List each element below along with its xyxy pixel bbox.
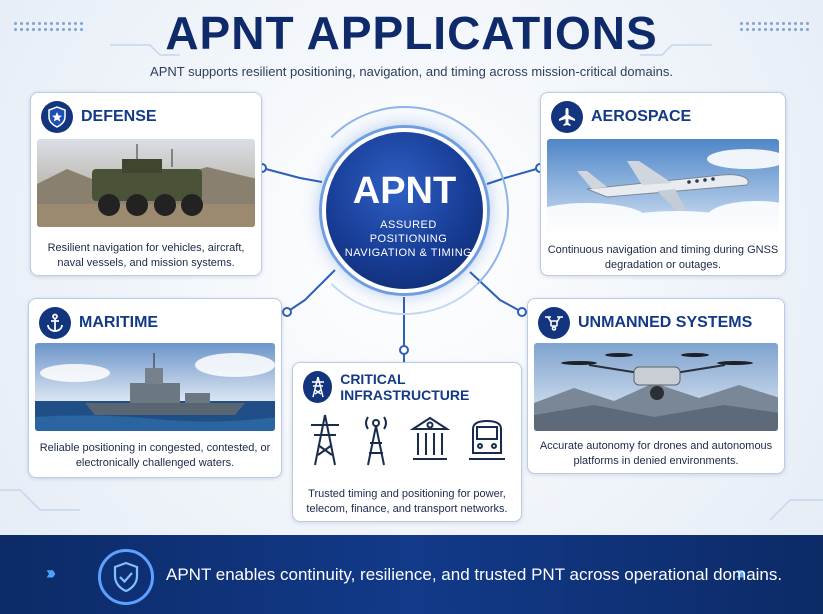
train-icon [468, 419, 505, 460]
card-aerospace-description: Continuous navigation and timing during … [547, 244, 779, 271]
card-aerospace-header: AEROSPACE [551, 101, 691, 133]
footer-text: APNT enables continuity, resilience, and… [166, 565, 783, 584]
bank-icon [410, 416, 451, 460]
card-maritime-header: MARITIME [39, 307, 158, 339]
chevrons-left-icon: ››› [46, 563, 56, 583]
page-title: APNT APPLICATIONS [165, 7, 658, 59]
power-tower-icon [303, 371, 333, 403]
aerospace-jet-image [547, 139, 779, 231]
card-defense[interactable]: DEFENSE Resilient navigation for vehicle… [30, 92, 262, 276]
card-defense-title: DEFENSE [81, 108, 157, 125]
drone-icon [538, 307, 570, 339]
hub-title: APNT [352, 170, 457, 212]
card-unmanned-systems[interactable]: UNMANNED SYSTEMS Accurate autonomy for d… [527, 298, 785, 474]
cell-tower-icon [364, 416, 387, 466]
hub-subtitle: ASSURED POSITIONING NAVIGATION & TIMING [344, 219, 473, 259]
power-pylon-icon [311, 414, 340, 466]
card-defense-header: DEFENSE [41, 101, 157, 133]
apnt-hub: APNT ASSURED POSITIONING NAVIGATION & TI… [322, 128, 487, 293]
infrastructure-icon-row [301, 413, 515, 467]
card-aerospace-title: AEROSPACE [591, 108, 692, 125]
star-shield-icon [41, 101, 73, 133]
maritime-warship-image [35, 343, 275, 431]
shield-check-icon [98, 549, 154, 605]
card-unmanned-header: UNMANNED SYSTEMS [538, 307, 752, 339]
card-infrastructure-title: CRITICAL INFRASTRUCTURE [340, 371, 470, 403]
chevrons-right-icon: ››› [736, 563, 746, 583]
hub-ring [300, 106, 509, 315]
card-maritime-description: Reliable positioning in congested, conte… [39, 442, 271, 469]
page-subtitle: APNT supports resilient positioning, nav… [150, 64, 673, 79]
card-aerospace[interactable]: AEROSPACE Continuous navigation and timi… [540, 92, 786, 276]
decor-dots-left [14, 22, 84, 31]
unmanned-drone-image [534, 343, 778, 431]
card-infrastructure-description: Trusted timing and positioning for power… [306, 488, 508, 515]
airplane-icon [551, 101, 583, 133]
card-critical-infrastructure[interactable]: CRITICAL INFRASTRUCTURE Trusted timing a… [292, 362, 522, 522]
defense-vehicle-image [37, 139, 255, 227]
anchor-icon [39, 307, 71, 339]
card-unmanned-title: UNMANNED SYSTEMS [578, 314, 753, 331]
card-maritime-title: MARITIME [79, 314, 159, 331]
card-maritime[interactable]: MARITIME Reliable positioning in congest… [28, 298, 282, 478]
card-infrastructure-header: CRITICAL INFRASTRUCTURE [303, 371, 521, 403]
decor-dots-right [740, 22, 810, 31]
card-unmanned-description: Accurate autonomy for drones and autonom… [539, 440, 773, 467]
card-defense-description: Resilient navigation for vehicles, aircr… [47, 242, 245, 269]
